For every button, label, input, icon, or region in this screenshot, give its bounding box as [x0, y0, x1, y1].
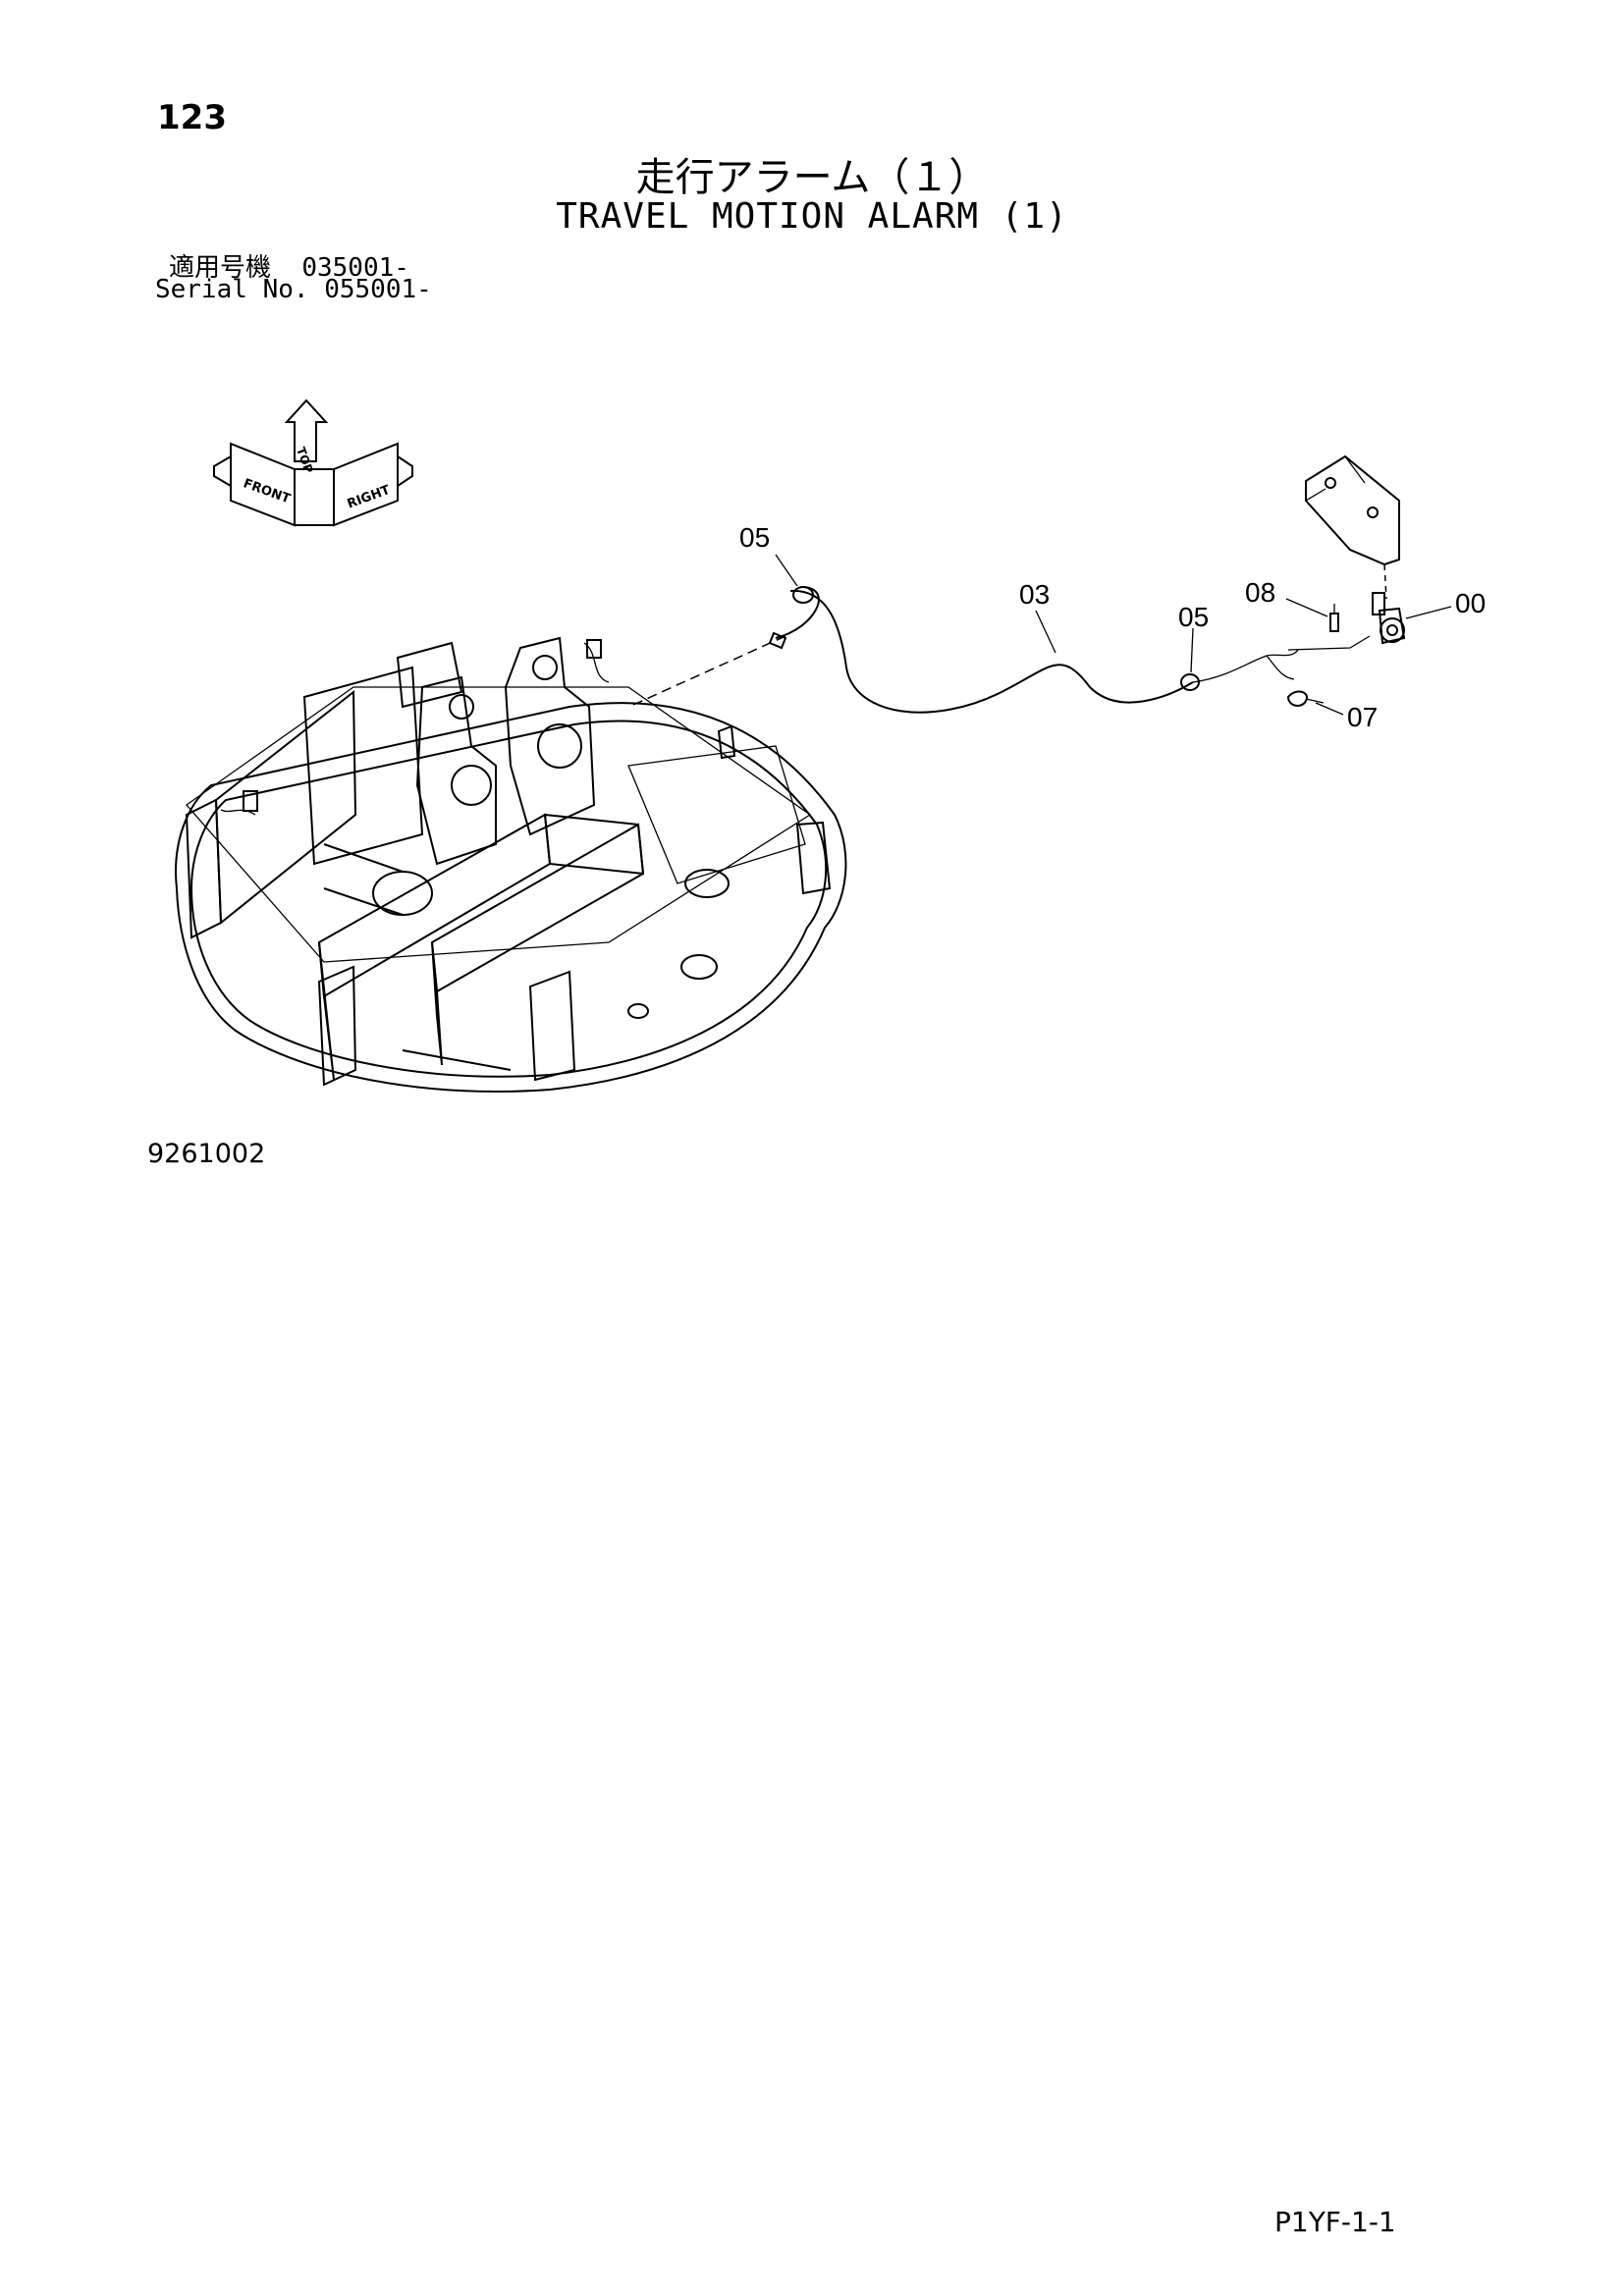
serial-applicable-jp: 適用号機 035001-	[169, 247, 409, 284]
callout-07: 07	[1347, 702, 1378, 732]
callout-08: 08	[1245, 577, 1275, 608]
serial-en-value: 055001-	[324, 275, 432, 304]
serial-number: Serial No. 055001-	[155, 275, 432, 304]
leader-05b	[1190, 627, 1194, 673]
leader-03	[1035, 610, 1056, 654]
title-english: TRAVEL MOTION ALARM (1)	[556, 196, 1068, 237]
clip-07	[1286, 690, 1325, 707]
title-japanese: 走行アラーム（１）	[635, 155, 989, 200]
callout-03: 03	[1019, 579, 1050, 610]
serial-jp-label: 適用号機	[169, 253, 272, 283]
alarm-bracket-plate	[1305, 454, 1400, 600]
callout-00: 00	[1455, 588, 1486, 618]
leader-07	[1315, 702, 1344, 716]
assembly-dashed-line	[632, 635, 786, 706]
page-code: P1YF-1-1	[1274, 2206, 1396, 2238]
leader-00	[1405, 606, 1452, 619]
bolt-08	[1329, 604, 1339, 632]
wire-harness-03	[768, 586, 1299, 714]
page-number: 123	[157, 98, 227, 137]
callout-05a: 05	[739, 522, 770, 553]
leader-05a	[775, 554, 798, 587]
orientation-icon: FRONT TOP RIGHT	[213, 399, 413, 527]
serial-en-label: Serial No.	[155, 275, 309, 304]
serial-jp-value: 035001-	[301, 253, 409, 283]
travel-alarm-00	[1287, 592, 1406, 651]
leader-08	[1285, 598, 1328, 617]
callout-05b: 05	[1178, 602, 1209, 632]
drawing-number: 9261002	[147, 1139, 266, 1169]
revolving-frame	[175, 636, 847, 1093]
